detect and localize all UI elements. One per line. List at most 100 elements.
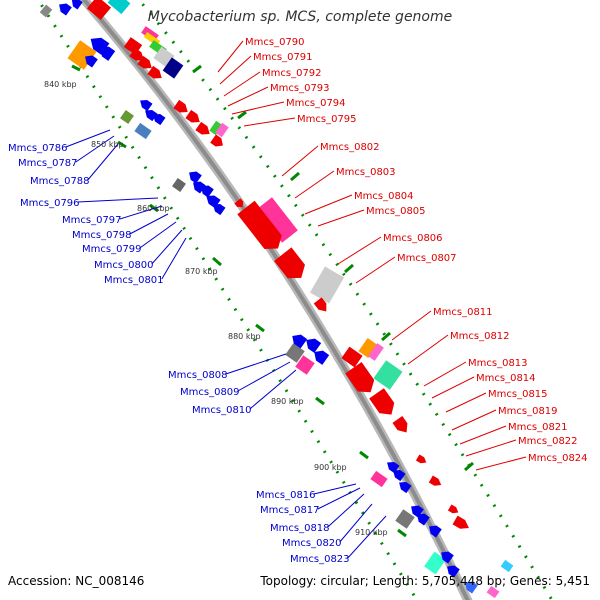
leader-line [465, 439, 517, 457]
forward-gene-arrow [345, 361, 375, 393]
gene-label-mmcs-0824[interactable]: Mmcs_0824 [528, 453, 588, 464]
forward-gene [86, 0, 112, 20]
gene-label-mmcs-0820[interactable]: Mmcs_0820 [282, 538, 342, 549]
reverse-gene-arrow [59, 3, 72, 16]
gene-label-mmcs-0797[interactable]: Mmcs_0797 [62, 215, 122, 226]
gene-label-mmcs-0813[interactable]: Mmcs_0813 [468, 358, 528, 369]
gene-label-mmcs-0796[interactable]: Mmcs_0796 [20, 198, 80, 209]
gene-label-mmcs-0814[interactable]: Mmcs_0814 [476, 373, 536, 384]
tick-mark [192, 64, 202, 74]
leader-line [231, 101, 285, 115]
gene-label-mmcs-0787[interactable]: Mmcs_0787 [18, 158, 78, 169]
gene-label-mmcs-0799[interactable]: Mmcs_0799 [82, 244, 142, 255]
gene-label-mmcs-0803[interactable]: Mmcs_0803 [336, 167, 396, 178]
gene-label-mmcs-0807[interactable]: Mmcs_0807 [397, 253, 457, 264]
gene-label-mmcs-0810[interactable]: Mmcs_0810 [192, 405, 252, 416]
reverse-gene-arrow [393, 469, 406, 482]
gene-label-mmcs-0788[interactable]: Mmcs_0788 [30, 176, 90, 187]
gene-block [120, 110, 134, 124]
forward-gene-arrow [147, 65, 162, 79]
reverse-gene-arrow [387, 461, 400, 474]
leader-line [445, 392, 487, 413]
gene-label-mmcs-0815[interactable]: Mmcs_0815 [488, 389, 548, 400]
leader-line [347, 515, 387, 559]
gene-label-mmcs-0812[interactable]: Mmcs_0812 [450, 331, 510, 342]
forward-gene-arrow [237, 200, 282, 249]
gene-label-mmcs-0811[interactable]: Mmcs_0811 [433, 307, 493, 318]
leader-line [65, 129, 111, 148]
gene-label-mmcs-0822[interactable]: Mmcs_0822 [518, 436, 578, 447]
tick-mark [117, 140, 127, 149]
gene-label-mmcs-0802[interactable]: Mmcs_0802 [320, 142, 380, 153]
gene-label-mmcs-0786[interactable]: Mmcs_0786 [8, 143, 68, 154]
gene-label-mmcs-0795[interactable]: Mmcs_0795 [297, 114, 357, 125]
leader-line [327, 493, 365, 528]
leader-line [225, 353, 287, 375]
gene-block [368, 343, 384, 361]
tick-mark [397, 528, 407, 538]
forward-gene-arrow [392, 416, 408, 433]
gene-label-mmcs-0798[interactable]: Mmcs_0798 [72, 230, 132, 241]
reverse-gene-arrow [417, 513, 430, 526]
scale-tick-label: 840 kbp [44, 80, 77, 89]
leader-line [281, 145, 319, 177]
scale-tick-label: 850 kbp [91, 140, 124, 149]
forward-gene-arrow [129, 47, 144, 61]
gene-label-mmcs-0804[interactable]: Mmcs_0804 [354, 191, 414, 202]
gene-label-mmcs-0818[interactable]: Mmcs_0818 [270, 523, 330, 534]
leader-line [77, 197, 159, 203]
leader-line [317, 209, 365, 227]
gene-label-mmcs-0817[interactable]: Mmcs_0817 [260, 505, 320, 516]
leader-line [339, 503, 373, 543]
tick-mark [71, 64, 81, 72]
leader-line [129, 213, 169, 235]
reverse-gene-arrow [153, 113, 166, 126]
leader-line [223, 71, 261, 97]
gene-label-mmcs-0805[interactable]: Mmcs_0805 [366, 206, 426, 217]
leader-line [313, 483, 357, 495]
gene-block [256, 197, 298, 243]
leader-line [355, 256, 396, 284]
leader-line [151, 229, 183, 265]
gene-label-mmcs-0790[interactable]: Mmcs_0790 [245, 37, 305, 48]
reverse-gene-arrow [429, 525, 442, 538]
leader-line [451, 409, 497, 431]
gene-block [107, 0, 131, 15]
tick-mark [290, 171, 300, 182]
gene-label-mmcs-0808[interactable]: Mmcs_0808 [168, 370, 228, 381]
reverse-gene-arrow [411, 505, 424, 518]
gene-label-mmcs-0794[interactable]: Mmcs_0794 [286, 98, 346, 109]
gene-labels: Mmcs_0790Mmcs_0791Mmcs_0792Mmcs_0793Mmcs… [8, 37, 588, 565]
gene-label-mmcs-0800[interactable]: Mmcs_0800 [94, 260, 154, 271]
gene-label-mmcs-0801[interactable]: Mmcs_0801 [104, 275, 164, 286]
leader-line [304, 194, 353, 215]
reverse-gene-arrow [193, 181, 206, 194]
forward-gene-arrow [313, 297, 327, 312]
reverse-gene-arrow [399, 481, 412, 494]
reverse-gene-arrow [306, 338, 322, 353]
gene-label-mmcs-0791[interactable]: Mmcs_0791 [253, 52, 313, 63]
gene-features [39, 0, 514, 599]
gene-label-mmcs-0792[interactable]: Mmcs_0792 [262, 68, 322, 79]
scale-dots [36, 0, 554, 600]
scale-tick-label: 910 kbp [355, 528, 388, 537]
gene-label-mmcs-0823[interactable]: Mmcs_0823 [290, 554, 350, 565]
gene-label-mmcs-0809[interactable]: Mmcs_0809 [180, 387, 240, 398]
gene-label-mmcs-0806[interactable]: Mmcs_0806 [383, 233, 443, 244]
gene-block [162, 57, 184, 79]
reverse-gene-arrow [447, 565, 460, 578]
reverse-gene-arrow [85, 55, 98, 68]
gene-label-mmcs-0793[interactable]: Mmcs_0793 [270, 83, 330, 94]
gene-label-mmcs-0816[interactable]: Mmcs_0816 [256, 490, 316, 501]
forward-gene-arrow [452, 515, 469, 529]
gene-label-mmcs-0821[interactable]: Mmcs_0821 [508, 422, 568, 433]
gene-block [486, 585, 500, 599]
gene-label-mmcs-0819[interactable]: Mmcs_0819 [498, 406, 558, 417]
gene-block [373, 360, 403, 390]
tick-mark [359, 450, 369, 460]
scale-guide-inner [36, 0, 419, 600]
leader-line [317, 487, 361, 510]
tick-mark [381, 331, 391, 342]
